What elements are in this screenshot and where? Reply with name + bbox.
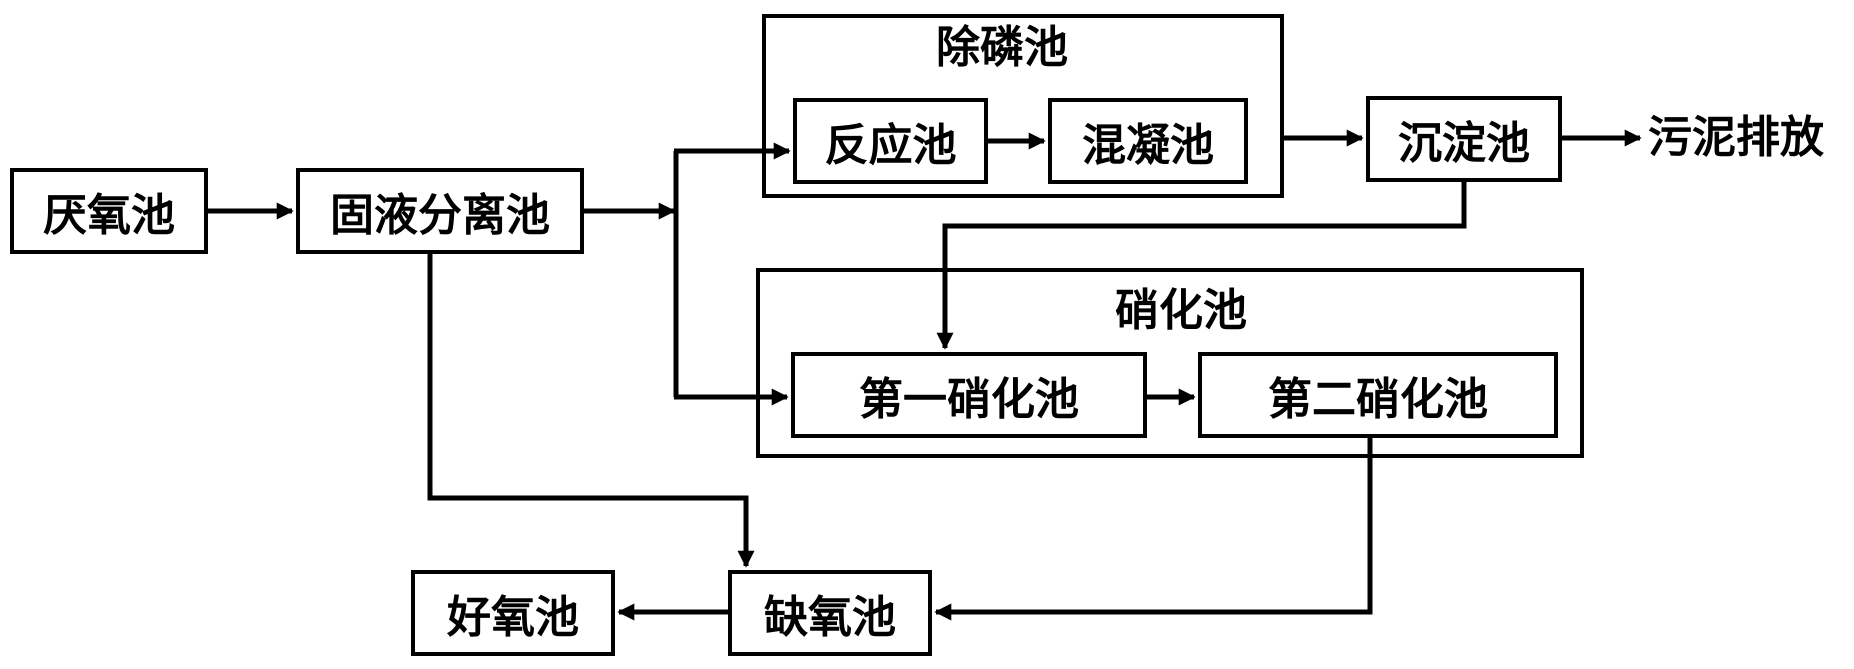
- anaerobic-tank-box: 厌氧池: [10, 168, 208, 254]
- phosphorus-removal-group-title: 除磷池: [936, 22, 1068, 73]
- second-nitrification-tank-box: 第二硝化池: [1198, 352, 1558, 438]
- arrow-separation-to-anoxic: [427, 254, 755, 568]
- arrow-second-nitrification-to-anoxic: [934, 438, 1373, 621]
- first-nitrification-tank-box: 第一硝化池: [791, 352, 1147, 438]
- phosphorus-removal-group: [762, 14, 1284, 198]
- sludge-discharge-label: 污泥排放: [1648, 112, 1824, 163]
- reaction-tank-box: 反应池: [793, 98, 988, 184]
- sedimentation-tank-box: 沉淀池: [1366, 96, 1562, 182]
- anoxic-tank-box: 缺氧池: [728, 570, 932, 656]
- coagulation-tank-box: 混凝池: [1048, 98, 1248, 184]
- arrow-sedimentation-to-first-nitrification: [936, 182, 1467, 350]
- solid-liquid-separation-tank-box: 固液分离池: [296, 168, 584, 254]
- nitrification-group-title: 硝化池: [1115, 285, 1247, 336]
- nitrification-group: [756, 268, 1584, 458]
- aerobic-tank-box: 好氧池: [411, 570, 615, 656]
